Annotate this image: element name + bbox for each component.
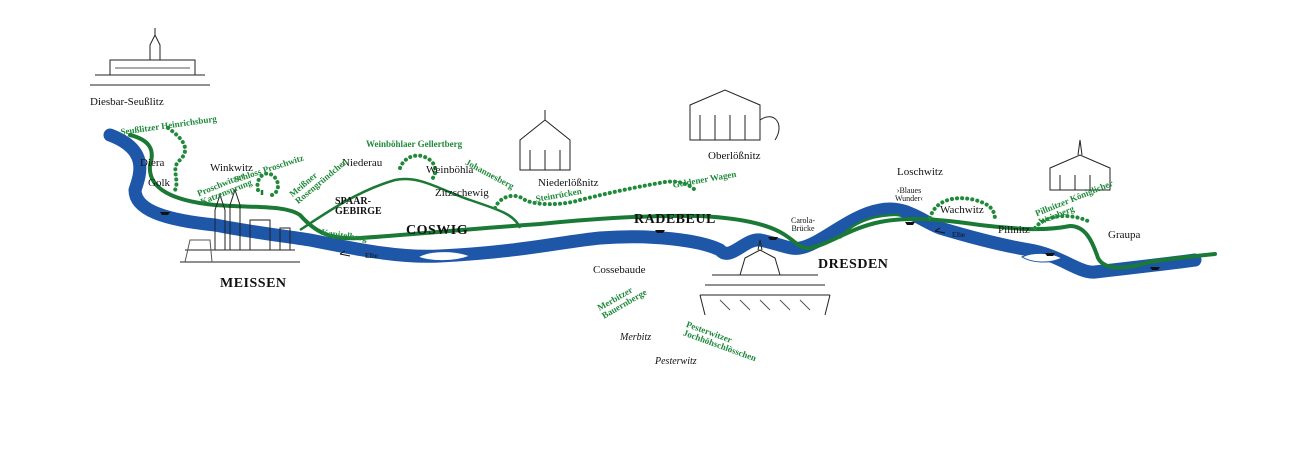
place-niederau: Niederau — [342, 157, 383, 169]
vineyard-dots — [166, 126, 1092, 230]
place-carola-bruecke: Carola-Brücke — [791, 216, 815, 233]
place-niederloessnitz: Niederlößnitz — [538, 177, 599, 189]
place-wachwitz: Wachwitz — [940, 204, 984, 216]
flow-arrows — [339, 227, 946, 257]
place-golk: Golk — [148, 177, 170, 189]
place-diesbar: Diesbar-Seußlitz — [90, 96, 164, 108]
graupa-church-illustration — [1049, 139, 1111, 191]
diesbar-church-illustration — [90, 28, 210, 86]
ferry-icons — [160, 212, 1160, 270]
city-dresden: DRESDEN — [818, 257, 889, 272]
vineyard-weinboehlaer-gellertberg: Weinböhlaer Gellertberg — [366, 139, 463, 149]
place-pillnitz: Pillnitz — [998, 224, 1030, 236]
place-winkwitz: Winkwitz — [210, 162, 253, 174]
place-zitzschewig: Zitzschewig — [435, 187, 489, 199]
city-radebeul: RADEBEUL — [634, 212, 716, 227]
river-label-elbe-1: Elbe — [365, 252, 378, 260]
river-island — [416, 251, 472, 262]
wine-route — [128, 133, 1217, 270]
place-cossebaude: Cossebaude — [593, 264, 646, 276]
city-coswig: COSWIG — [406, 223, 469, 238]
route-branch — [299, 177, 522, 232]
elbe-river — [103, 128, 1202, 279]
place-blaues-wunder: ›Blaues Wunder‹ — [894, 186, 924, 203]
place-loschwitz: Loschwitz — [897, 166, 943, 178]
city-meissen: MEISSEN — [220, 276, 287, 291]
place-merbitz: Merbitz — [620, 332, 652, 343]
place-oberloessnitz: Oberlößnitz — [708, 150, 761, 162]
place-spaargebirge: SPAAR-GEBIRGE — [335, 196, 382, 217]
meissen-cathedral-illustration — [180, 188, 300, 263]
oberloessnitz-house-illustration — [689, 89, 780, 141]
pavilion-illustration — [519, 110, 571, 171]
river-label-elbe-2: Elbe — [952, 231, 965, 239]
place-graupa: Graupa — [1108, 229, 1141, 241]
route-branch — [839, 213, 901, 239]
place-weinboehla: Weinböhla — [426, 164, 474, 176]
place-diera: Diera — [140, 157, 165, 169]
place-pesterwitz: Pesterwitz — [655, 356, 697, 367]
zwinger-illustration — [699, 239, 831, 316]
